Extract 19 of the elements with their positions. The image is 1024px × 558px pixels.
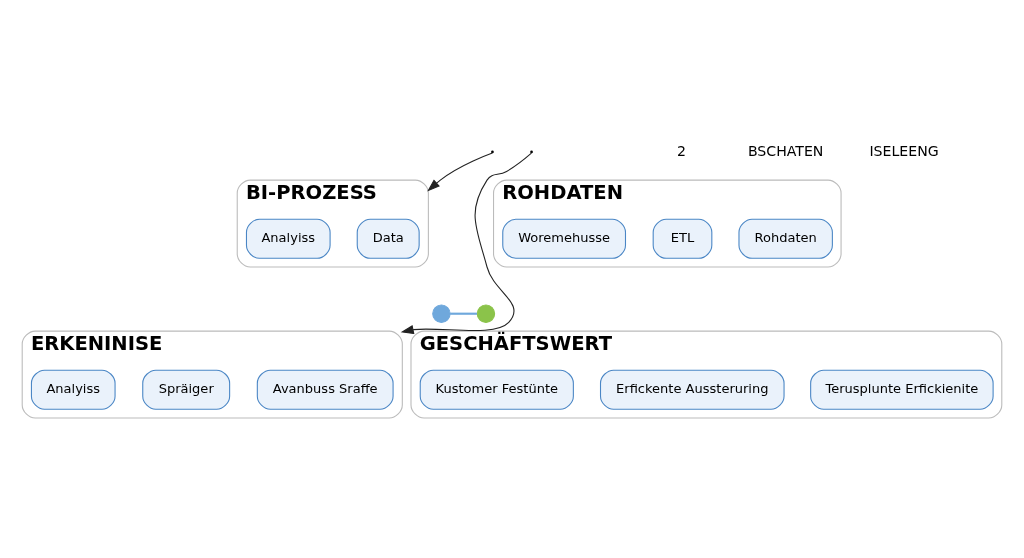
node-box: Spräiger bbox=[142, 369, 231, 410]
label: 2 bbox=[676, 142, 686, 159]
arrow bbox=[427, 151, 493, 191]
node-box: Rohdaten bbox=[738, 218, 833, 259]
arrow bbox=[400, 152, 532, 334]
node-box: Kustomer Festünte bbox=[419, 369, 574, 410]
node-circle bbox=[432, 303, 451, 323]
label: BSCHATEN bbox=[747, 142, 824, 159]
node-box: Avanbuss Sraffe bbox=[256, 369, 394, 410]
node-box: Analyiss bbox=[245, 218, 331, 259]
node-box: ETL bbox=[652, 218, 713, 259]
node-circle bbox=[476, 303, 496, 323]
label: ISELEENG bbox=[869, 142, 939, 159]
node-box: Erfickente Aussteruring bbox=[599, 369, 785, 410]
node-box: Woremehusse bbox=[502, 218, 627, 259]
node-box: Terusplunte Erfickienite bbox=[810, 369, 994, 410]
node-box: Data bbox=[356, 218, 420, 259]
node-box: Analyiss bbox=[30, 369, 116, 410]
connector bbox=[450, 312, 477, 315]
